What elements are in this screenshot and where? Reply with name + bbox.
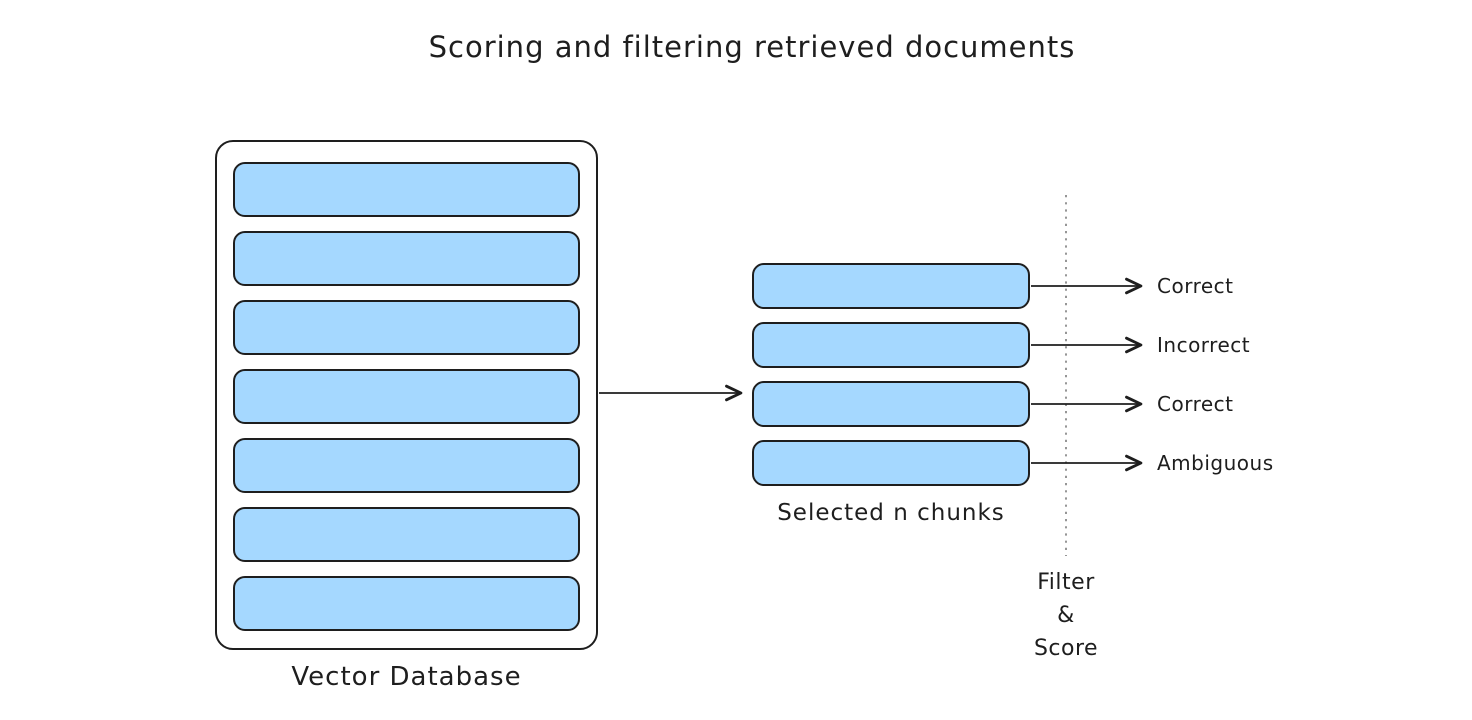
db-chunk <box>233 576 580 631</box>
outcome-label-incorrect: Incorrect <box>1157 333 1251 357</box>
db-chunk <box>233 300 580 355</box>
db-chunk <box>233 438 580 493</box>
filter-score-label: Filter & Score <box>1033 570 1099 661</box>
selected-chunk <box>752 322 1030 368</box>
outcome-label-ambiguous: Ambiguous <box>1157 451 1274 475</box>
diagram-title: Scoring and filtering retrieved document… <box>428 30 1076 64</box>
selected-chunks-label: Selected n chunks <box>777 500 1005 526</box>
db-chunk <box>233 231 580 286</box>
selected-chunk <box>752 440 1030 486</box>
outcome-label-correct-1: Correct <box>1157 274 1234 298</box>
selected-chunk <box>752 381 1030 427</box>
db-chunk <box>233 162 580 217</box>
vector-database-label: Vector Database <box>291 662 522 692</box>
selected-chunks-group <box>752 263 1030 486</box>
db-chunk <box>233 507 580 562</box>
outcome-label-correct-2: Correct <box>1157 392 1234 416</box>
db-chunk <box>233 369 580 424</box>
selected-chunk <box>752 263 1030 309</box>
vector-database-box <box>215 140 598 650</box>
